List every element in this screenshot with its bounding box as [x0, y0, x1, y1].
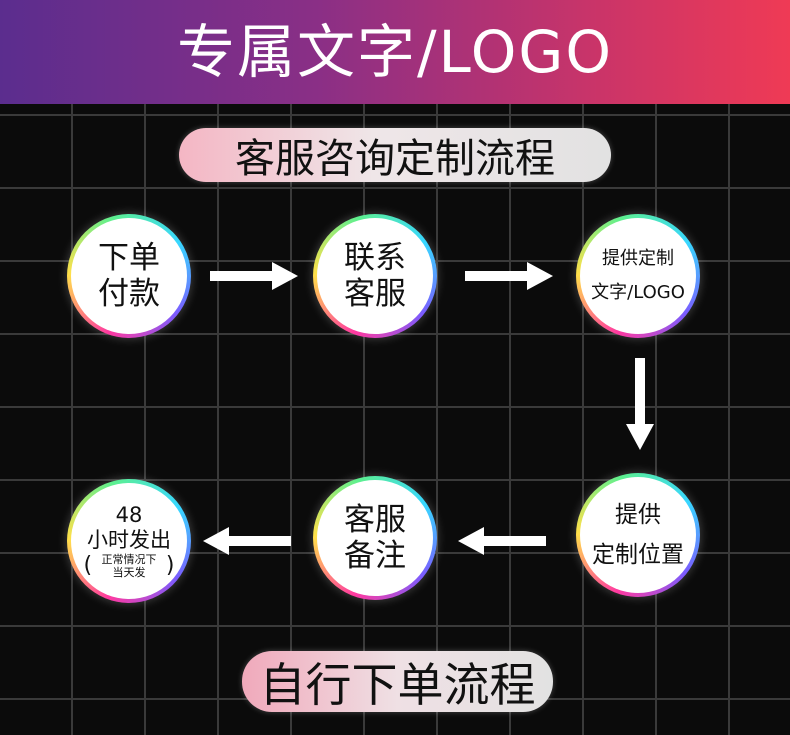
step-service-note: 客服 备注 [313, 476, 437, 600]
step-circle: 48 小时发出 ( 正常情况下 当天发 ) [71, 483, 187, 599]
step-note-line2: 当天发 [112, 566, 146, 579]
step-label-line2: 客服 [344, 276, 406, 312]
step-label-line1: 客服 [344, 502, 406, 538]
step-circle: 提供定制 文字/LOGO [580, 218, 696, 334]
arrow-down-icon [626, 358, 654, 450]
step-label-line2: 定制位置 [592, 542, 684, 568]
grid-background [0, 104, 790, 735]
paren-close: ) [165, 553, 175, 578]
step-label-line1: 48 [115, 503, 143, 527]
arrow-left-icon [458, 527, 546, 555]
step-note-line1: 正常情况下 [101, 553, 157, 566]
step-provide-text-logo: 提供定制 文字/LOGO [576, 214, 700, 338]
step-ship-48h: 48 小时发出 ( 正常情况下 当天发 ) [67, 479, 191, 603]
step-circle: 客服 备注 [317, 480, 433, 596]
step-circle: 联系 客服 [317, 218, 433, 334]
step-note: ( 正常情况下 当天发 ) [83, 553, 175, 579]
step-label-line2: 小时发出 [87, 528, 171, 552]
step-label-line2: 备注 [344, 538, 406, 574]
consult-flow-title: 客服咨询定制流程 [179, 128, 611, 182]
header-banner: 专属文字/LOGO [0, 0, 790, 104]
step-provide-position: 提供 定制位置 [576, 473, 700, 597]
page-title: 专属文字/LOGO [176, 18, 614, 86]
step-circle: 下单 付款 [71, 218, 187, 334]
step-label-line2: 付款 [98, 276, 160, 312]
arrow-right-icon [465, 262, 553, 290]
step-label-line1: 下单 [98, 240, 160, 276]
step-circle: 提供 定制位置 [580, 477, 696, 593]
step-place-order: 下单 付款 [67, 214, 191, 338]
self-order-flow-title: 自行下单流程 [242, 651, 553, 712]
arrow-left-icon [203, 527, 291, 555]
step-label-line1: 联系 [344, 240, 406, 276]
step-contact-service: 联系 客服 [313, 214, 437, 338]
step-label-line2: 文字/LOGO [591, 282, 685, 303]
step-label-line1: 提供定制 [602, 248, 674, 269]
paren-open: ( [83, 553, 93, 578]
arrow-right-icon [210, 262, 298, 290]
step-label-line1: 提供 [615, 502, 661, 528]
